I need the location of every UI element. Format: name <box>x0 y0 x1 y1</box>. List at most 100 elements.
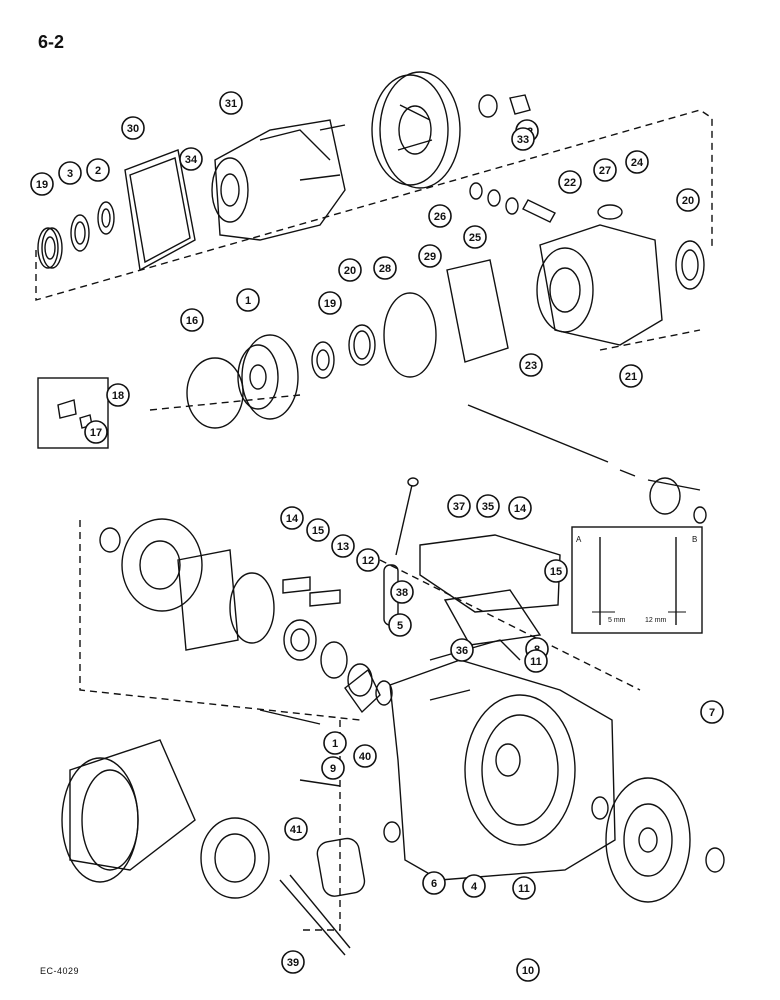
cover-plate-part <box>419 534 561 613</box>
bevel-pinion-part <box>344 668 381 714</box>
callout-label: 12 <box>362 555 374 567</box>
callout-label: 2 <box>95 165 101 177</box>
bearing-cup-part-20 <box>675 240 705 290</box>
callout-22: 22 <box>558 170 582 194</box>
inset-label-a: A <box>576 535 582 544</box>
callout-label: 26 <box>434 211 446 223</box>
cover-gasket-part <box>443 589 542 646</box>
nut-part <box>97 201 115 235</box>
pump-housing-part <box>211 119 346 241</box>
figure-code: EC-4029 <box>40 966 80 976</box>
inset-dim-a: 5 mm <box>608 617 626 624</box>
dipstick-part <box>395 484 413 556</box>
bearing-cone-part <box>37 227 63 269</box>
callout-21: 21 <box>619 364 643 388</box>
o-ring-part-28 <box>383 292 437 378</box>
callout-23: 23 <box>519 353 543 377</box>
callout-label: 22 <box>564 177 576 189</box>
pulley-part <box>371 71 461 189</box>
callout-15: 15 <box>544 559 568 583</box>
hub-part <box>705 847 725 873</box>
shaft-part <box>279 879 346 956</box>
callout-label: 36 <box>456 645 468 657</box>
callout-label: 41 <box>290 824 302 836</box>
callout-31: 31 <box>219 91 243 115</box>
callout-24: 24 <box>625 150 649 174</box>
callout-label: 21 <box>625 371 637 383</box>
callout-12: 12 <box>356 548 380 572</box>
callout-label: 9 <box>330 763 336 775</box>
callout-19: 19 <box>318 291 342 315</box>
bearing-part <box>283 619 317 661</box>
snap-ring-part <box>347 663 373 697</box>
callout-label: 20 <box>344 265 356 277</box>
plug-part <box>597 204 623 220</box>
callout-label: 39 <box>287 957 299 969</box>
washer-part <box>478 94 498 118</box>
callout-label: 29 <box>424 251 436 263</box>
callout-40: 40 <box>353 744 377 768</box>
callout-14: 14 <box>280 506 304 530</box>
callout-10: 10 <box>516 958 540 982</box>
callout-label: 27 <box>599 165 611 177</box>
callout-4: 4 <box>462 874 486 898</box>
inset-label-b: B <box>692 535 697 544</box>
callout-label: 14 <box>286 513 299 525</box>
snap-ring-part-40 <box>375 680 393 706</box>
callout-34: 34 <box>179 147 203 171</box>
bell-housing-part <box>61 739 196 883</box>
callout-28: 28 <box>373 256 397 280</box>
assembly-line-mid <box>149 329 701 411</box>
callout-label: 6 <box>431 878 437 890</box>
callout-label: 35 <box>482 501 494 513</box>
callout-33: 33 <box>511 127 535 151</box>
callout-label: 25 <box>469 232 481 244</box>
assembly-line-bottom <box>300 720 341 931</box>
callout-37: 37 <box>447 494 471 518</box>
callout-6: 6 <box>422 871 446 895</box>
callout-15: 15 <box>306 518 330 542</box>
callout-9: 9 <box>321 756 345 780</box>
gasket-part <box>124 149 196 272</box>
inset-dim-b: 12 mm <box>645 617 667 624</box>
callout-label: 34 <box>185 154 198 166</box>
nut-part-32 <box>509 94 531 115</box>
callout-5: 5 <box>388 613 412 637</box>
callout-label: 4 <box>471 881 478 893</box>
callout-label: 19 <box>324 298 336 310</box>
callout-label: 40 <box>359 751 371 763</box>
callout-29: 29 <box>418 244 442 268</box>
bearing-housing-part <box>536 224 663 346</box>
callout-label: 23 <box>525 360 537 372</box>
pin-part <box>522 199 556 223</box>
callout-41: 41 <box>284 817 308 841</box>
assembly-line-lower <box>79 520 641 721</box>
callout-25: 25 <box>463 225 487 249</box>
callout-label: 1 <box>245 295 251 307</box>
page-number: 6-2 <box>38 32 65 52</box>
cover-plate-13 <box>282 576 311 594</box>
callout-label: 37 <box>453 501 465 513</box>
lock-washer-part <box>70 214 90 252</box>
callout-7: 7 <box>700 700 724 724</box>
bevel-gear-part <box>237 334 299 420</box>
callout-label: 11 <box>518 883 530 895</box>
callout-label: 28 <box>379 263 391 275</box>
callout-label: 14 <box>514 503 527 515</box>
bearing-retainer-part <box>121 518 203 612</box>
callout-label: 13 <box>337 541 349 553</box>
callout-27: 27 <box>593 158 617 182</box>
callout-label: 38 <box>396 587 408 599</box>
callout-label: 11 <box>530 656 542 668</box>
callout-3: 3 <box>58 161 82 185</box>
callout-label: 24 <box>631 157 644 169</box>
callout-2: 2 <box>86 158 110 182</box>
callout-label: 15 <box>312 525 324 537</box>
callout-label: 19 <box>36 179 48 191</box>
callout-30: 30 <box>121 116 145 140</box>
callout-label: 31 <box>225 98 237 110</box>
callout-label: 33 <box>517 134 529 146</box>
callout-1: 1 <box>323 731 347 755</box>
